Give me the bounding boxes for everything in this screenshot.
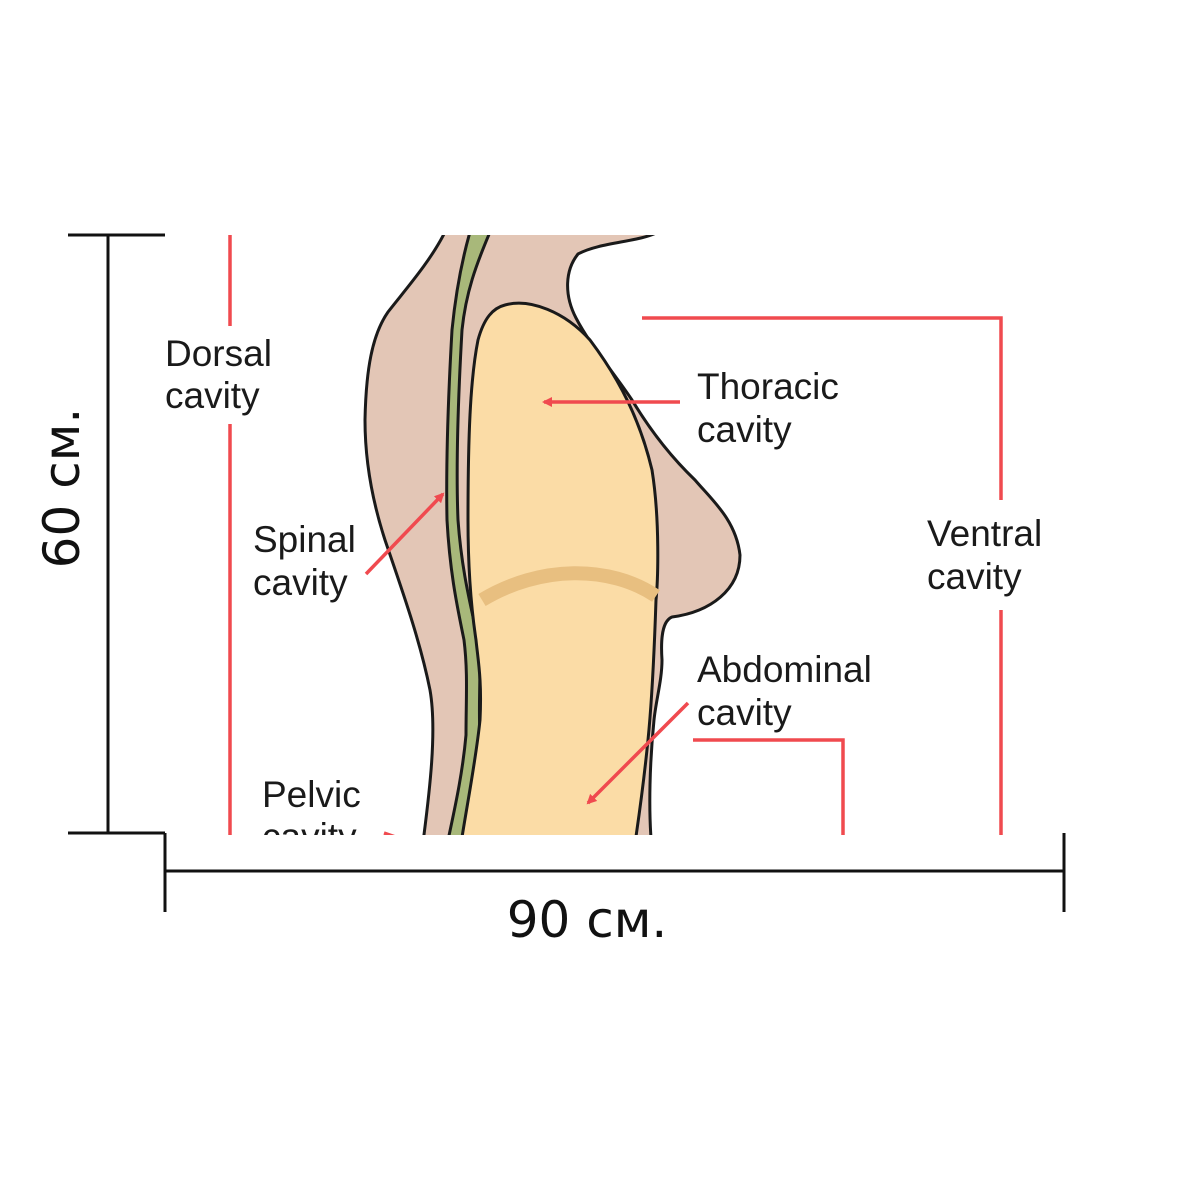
spinal-cord	[445, 235, 491, 835]
pelvic-cavity-label: Pelvic cavity	[262, 774, 371, 857]
abdominal-cavity-label: Abdominal cavity	[697, 649, 882, 733]
abdominal-label-line-1: Abdominal	[697, 649, 872, 690]
ventral-label-line-2: cavity	[927, 556, 1022, 597]
abdominal-arrow	[586, 701, 690, 805]
leader-lines	[228, 235, 1003, 835]
diaphragm-band	[478, 566, 660, 607]
abdominal-label-line-2: cavity	[697, 692, 792, 733]
ventral-label-line-1: Ventral	[927, 513, 1042, 554]
abdominal-bracket	[693, 738, 845, 835]
dorsal-cavity-label: Dorsal cavity	[165, 333, 282, 416]
pelvic-label-line-1: Pelvic	[262, 774, 361, 815]
ventral-cavity-label: Ventral cavity	[927, 513, 1052, 597]
ventral-bracket	[642, 316, 1003, 500]
width-dimension-label: 90 см.	[507, 891, 668, 949]
dorsal-label-line-2: cavity	[165, 375, 260, 416]
thoracic-label-line-1: Thoracic	[697, 366, 839, 407]
pelvic-label-line-2: cavity	[262, 816, 357, 857]
pelvic-arrow	[383, 831, 396, 835]
dimension-lines	[68, 233, 1066, 912]
spinal-arrow	[364, 492, 445, 576]
diagram-print-area: Dorsal cavity Thoracic cavity Ventral ca…	[165, 235, 1065, 857]
height-dimension-label: 60 см.	[33, 408, 91, 569]
thoracic-label-line-2: cavity	[697, 409, 792, 450]
spinal-label-line-1: Spinal	[253, 519, 356, 560]
dorsal-label-line-1: Dorsal	[165, 333, 272, 374]
spinal-label-line-2: cavity	[253, 562, 348, 603]
spinal-cavity-label: Spinal cavity	[253, 519, 366, 603]
thoracic-cavity-label: Thoracic cavity	[697, 366, 849, 450]
